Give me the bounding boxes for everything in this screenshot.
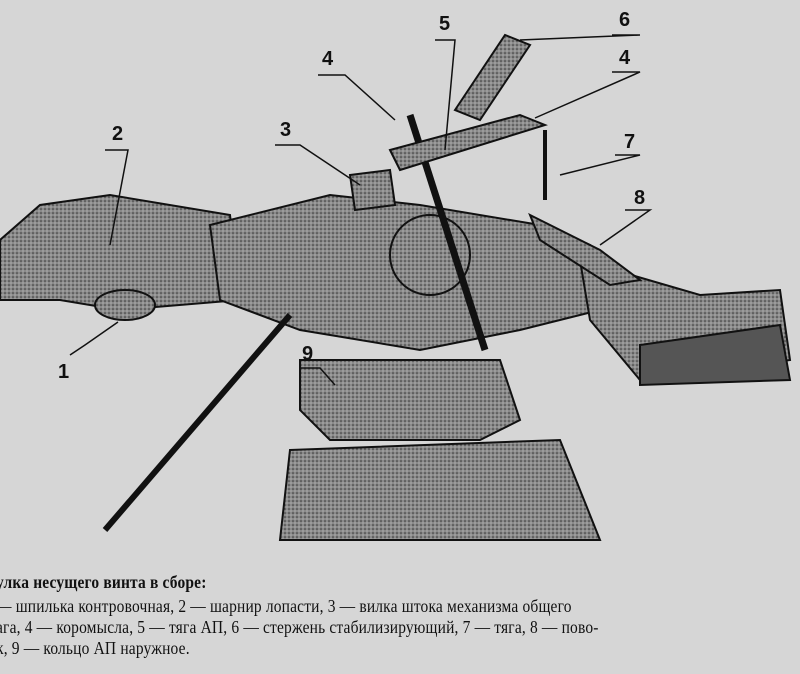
callout-2: 2 [112, 123, 123, 145]
callout-7: 7 [624, 131, 635, 153]
callout-6: 6 [619, 9, 630, 31]
caption-line-1: — шпилька контровочная, 2 — шарнир лопас… [0, 596, 572, 616]
callout-8: 8 [634, 187, 645, 209]
callout-numbers: 1 2 3 4 5 6 4 7 8 9 [58, 9, 645, 383]
callout-4a: 4 [322, 48, 334, 70]
callout-4b: 4 [619, 47, 631, 69]
caption-title: улка несущего винта в сборе: [0, 572, 207, 592]
caption-line-2: ага, 4 — коромысла, 5 — тяга АП, 6 — сте… [0, 617, 599, 637]
callout-3: 3 [280, 119, 291, 141]
callout-9: 9 [302, 343, 313, 365]
callout-leaders [69, 34, 653, 386]
callout-5: 5 [439, 13, 450, 35]
hub-drawing [0, 33, 792, 541]
rotor-hub-illustration: 1 2 3 4 5 6 4 7 8 9 [0, 9, 792, 541]
callout-1: 1 [58, 361, 69, 383]
caption-line-3: к, 9 — кольцо АП наружное. [0, 638, 190, 658]
